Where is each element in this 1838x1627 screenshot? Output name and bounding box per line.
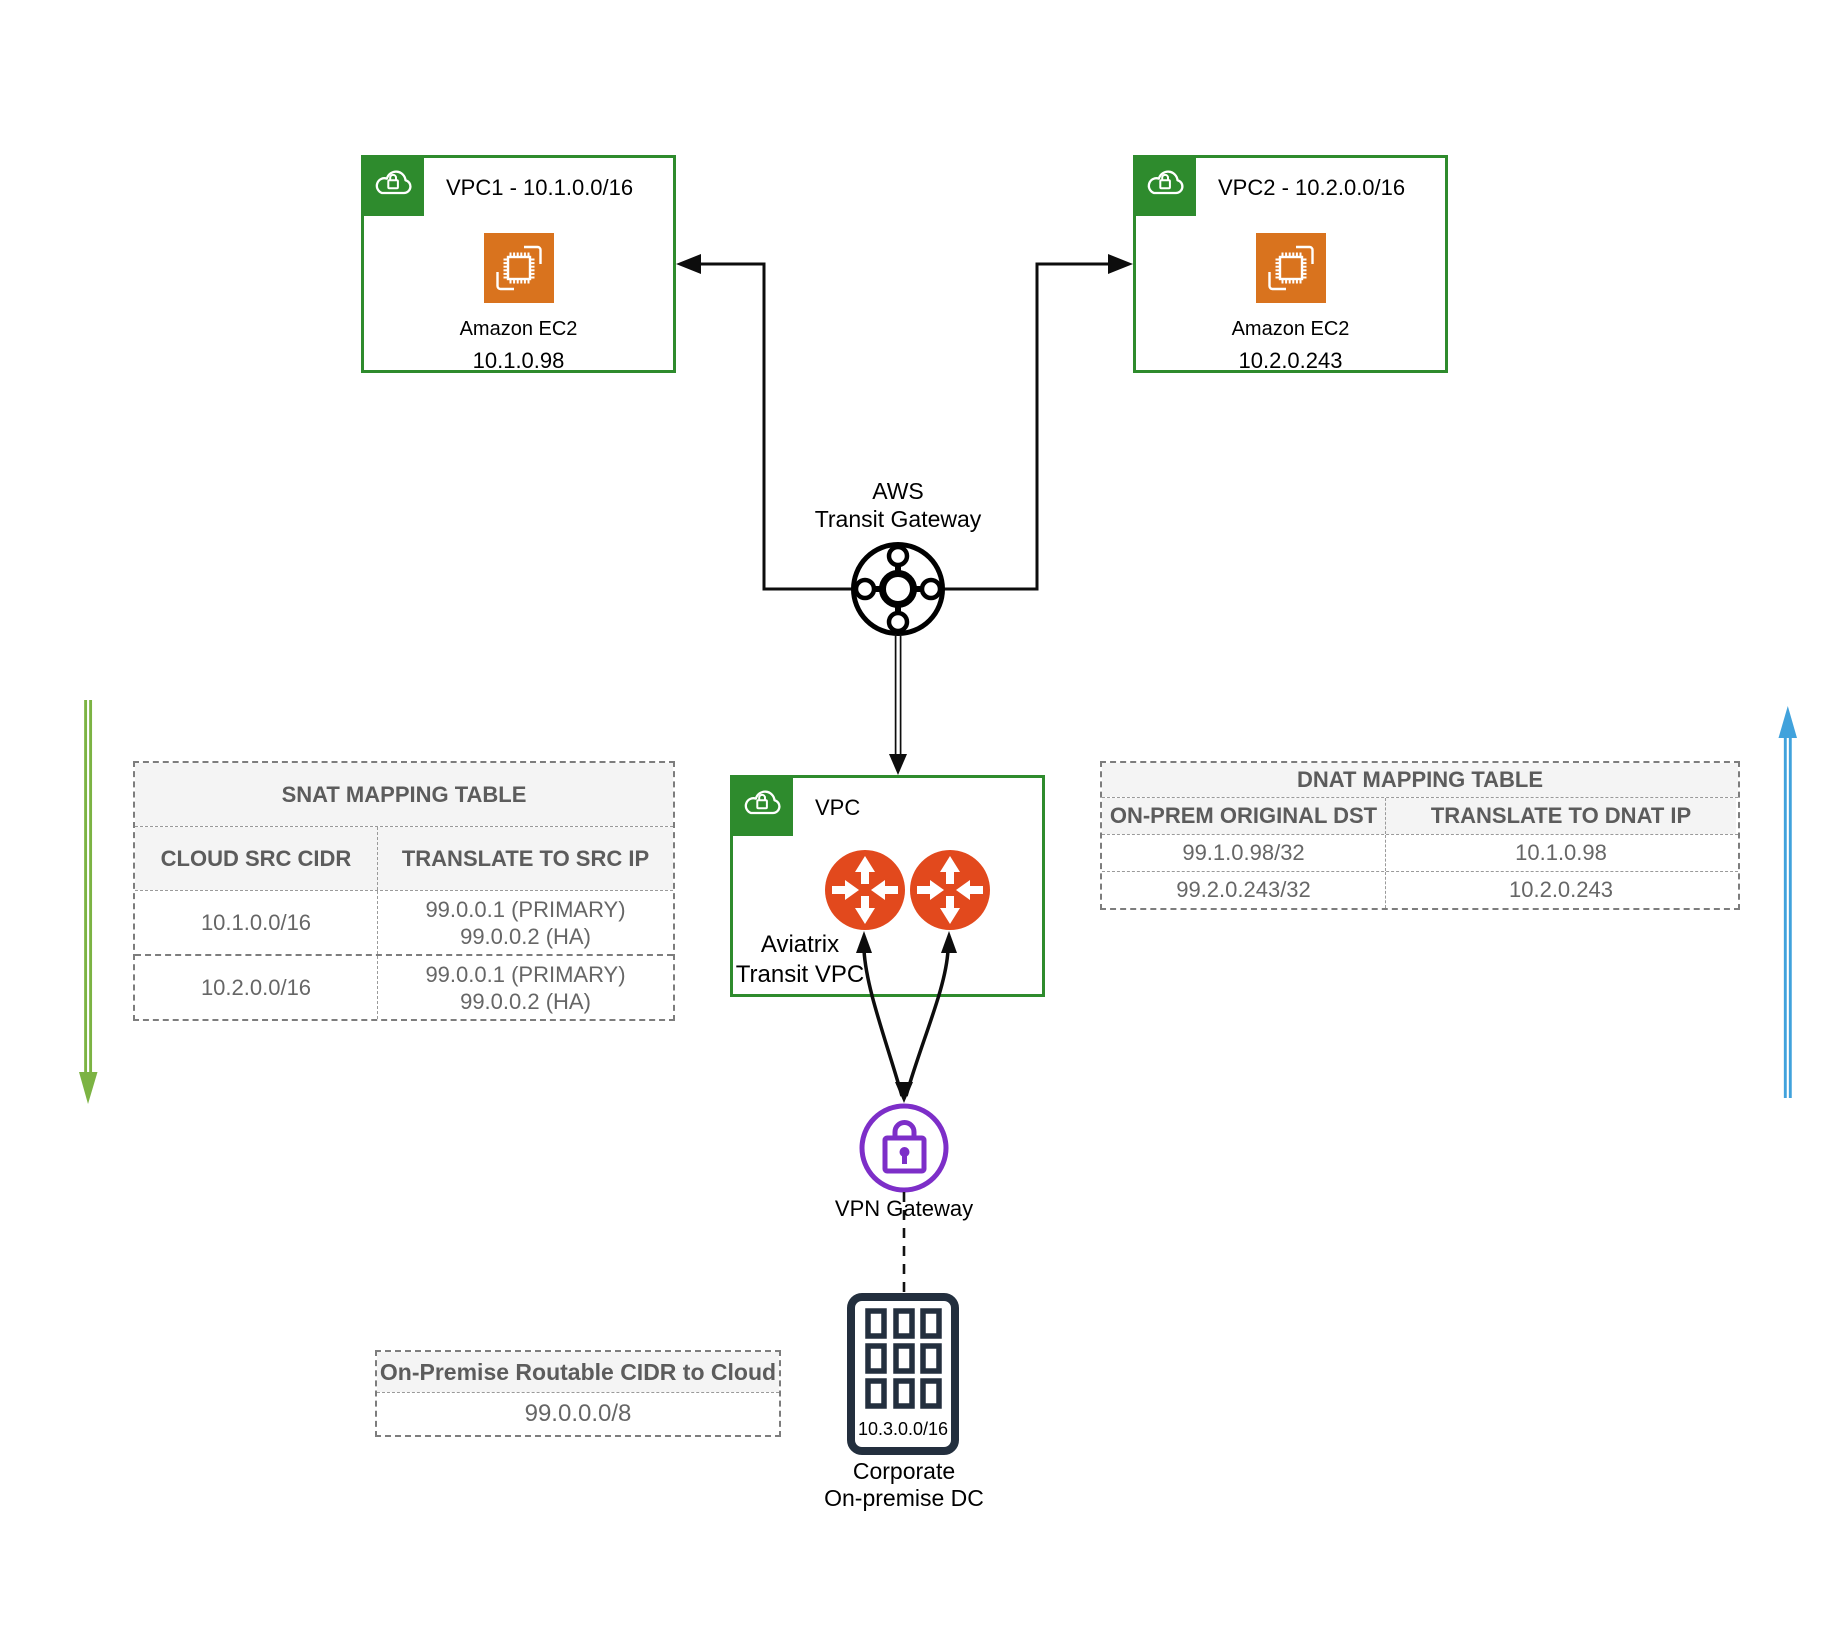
snat-src-cidr: 10.1.0.0/16 [200, 909, 312, 935]
ec2-icon [1255, 233, 1326, 303]
dnat-header-row: ON-PREM ORIGINAL DST TRANSLATE TO DNAT I… [1102, 797, 1738, 834]
dnat-flow-arrow-up [1778, 706, 1797, 1098]
vpn-gateway-label: VPN Gateway [834, 1196, 974, 1221]
dnat-table-title: DNAT MAPPING TABLE [1102, 763, 1738, 797]
vpn-gateway-icon [859, 1103, 949, 1193]
vpc2-instance-ip: 10.2.0.243 [1238, 348, 1343, 373]
snat-flow-arrow-down [79, 700, 98, 1104]
dnat-translate-ip: 10.2.0.243 [1385, 872, 1736, 908]
snat-col-header: TRANSLATE TO SRC IP [377, 827, 673, 890]
cloud-lock-icon [740, 787, 784, 824]
table-row: 10.1.0.0/16 99.0.0.1 (PRIMARY) 99.0.0.2 … [135, 890, 673, 954]
dnat-original-dst: 99.1.0.98/32 [1182, 840, 1305, 865]
snat-table-title: SNAT MAPPING TABLE [135, 763, 673, 826]
arrowhead-down-icon [79, 1072, 98, 1104]
vpc1-instance-ip: 10.1.0.98 [472, 348, 565, 373]
table-row: 10.2.0.0/16 99.0.0.1 (PRIMARY) 99.0.0.2 … [135, 954, 673, 1019]
onprem-table-title: On-Premise Routable CIDR to Cloud [377, 1352, 779, 1392]
aviatrix-transit-vpc-label: Aviatrix Transit VPC [735, 931, 865, 988]
transit-gateway-label: AWS Transit Gateway [814, 478, 982, 532]
cloud-lock-icon [1143, 167, 1187, 204]
arrowhead-right-icon [1108, 254, 1133, 274]
arrowhead-down-icon [895, 1082, 913, 1103]
onprem-cidr-value: 99.0.0.0/8 [524, 1400, 632, 1427]
vpc1-title: VPC1 - 10.1.0.0/16 [446, 175, 634, 200]
snat-header-row: CLOUD SRC CIDR TRANSLATE TO SRC IP [135, 826, 673, 890]
cloud-lock-icon [371, 167, 415, 204]
datacenter-label: Corporate On-premise DC [824, 1458, 984, 1511]
vpc1-service-label: Amazon EC2 [459, 318, 578, 340]
onprem-cidr-table: On-Premise Routable CIDR to Cloud 99.0.0… [375, 1350, 781, 1437]
vpc-corner-badge [1133, 155, 1196, 216]
dnat-original-dst: 99.2.0.243/32 [1176, 877, 1311, 902]
arrowhead-up-icon [1778, 706, 1797, 738]
snat-src-cidr: 10.2.0.0/16 [200, 974, 312, 1000]
vpc1-box: VPC1 - 10.1.0.0/16 [361, 155, 676, 373]
snat-translate-ip: 99.0.0.1 (PRIMARY) 99.0.0.2 (HA) [377, 891, 673, 954]
table-row: 99.1.0.98/32 10.1.0.98 [1102, 834, 1738, 871]
vpc2-box: VPC2 - 10.2.0.0/16 [1133, 155, 1448, 373]
arrowhead-left-icon [676, 254, 701, 274]
dnat-col-header: TRANSLATE TO DNAT IP [1385, 798, 1736, 834]
arrowhead-down-icon [889, 754, 907, 775]
connector-tgw-to-vpc2 [943, 254, 1133, 591]
connector-tgw-to-vpc1 [676, 254, 853, 591]
ec2-icon [483, 233, 554, 303]
dnat-mapping-table: DNAT MAPPING TABLE ON-PREM ORIGINAL DST … [1100, 761, 1740, 910]
dnat-translate-ip: 10.1.0.98 [1385, 835, 1736, 871]
table-row: 99.0.0.0/8 [377, 1392, 779, 1435]
datacenter-cidr: 10.3.0.0/16 [857, 1419, 949, 1439]
vpc2-service-label: Amazon EC2 [1231, 318, 1350, 340]
vpc2-title: VPC2 - 10.2.0.0/16 [1218, 175, 1406, 200]
table-row: 99.2.0.243/32 10.2.0.243 [1102, 871, 1738, 908]
snat-translate-ip: 99.0.0.1 (PRIMARY) 99.0.0.2 (HA) [377, 956, 673, 1019]
transit-gateway-icon [851, 542, 945, 636]
connector-tgw-to-transit-vpc [889, 634, 907, 775]
vpc-corner-badge [361, 155, 424, 216]
vpc-corner-badge [730, 775, 793, 836]
transit-vpc-title: VPC [815, 795, 861, 820]
dnat-col-header: ON-PREM ORIGINAL DST [1102, 798, 1385, 834]
snat-mapping-table: SNAT MAPPING TABLE CLOUD SRC CIDR TRANSL… [133, 761, 675, 1021]
snat-col-header: CLOUD SRC CIDR [135, 827, 377, 890]
